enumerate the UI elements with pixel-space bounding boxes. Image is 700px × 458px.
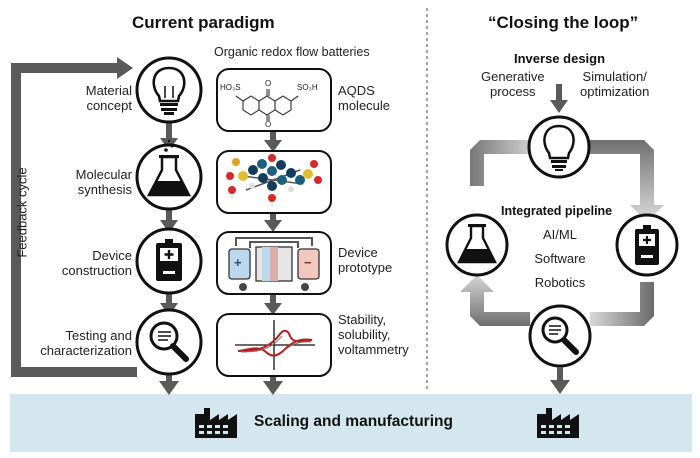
flask-icon — [135, 139, 203, 211]
lightbulb-icon — [135, 56, 203, 124]
feedback-cycle-arrow — [11, 57, 137, 377]
example-box-aqds-structure — [216, 68, 332, 132]
factory-icon-right — [537, 408, 579, 438]
footer-label: Scaling and manufacturing — [254, 413, 453, 430]
left-panel-title: Current paradigm — [132, 13, 275, 32]
prototype-plus: + — [234, 255, 242, 270]
inverse-design-arrow — [550, 84, 568, 113]
loop-magnifier-icon — [528, 304, 592, 368]
loop-lightbulb-icon — [527, 115, 591, 179]
atom-spheres — [226, 154, 322, 202]
pipeline-item-robotics: Robotics — [534, 275, 586, 290]
example-arrows — [263, 131, 283, 395]
pipeline-item-software: Software — [534, 251, 586, 266]
integrated-pipeline-heading: Integrated pipeline — [501, 204, 613, 218]
atom-label-o-bottom: O — [265, 120, 272, 129]
example-box-aqds-3d — [216, 150, 332, 214]
simulation-optimization-label: Simulation/optimization — [580, 69, 650, 99]
factory-icon — [195, 408, 237, 438]
battery-icon — [135, 227, 203, 295]
right-down-arrow — [550, 367, 570, 394]
example-box-prototype — [216, 231, 332, 295]
magnifier-icon — [135, 308, 203, 376]
example-label-measurements: Stability,solubility,voltammetry — [338, 312, 409, 357]
feedback-cycle-label: Feedback cycle — [14, 167, 30, 258]
loop-flask-icon — [445, 213, 509, 277]
left-panel-subtitle: Organic redox flow batteries — [214, 45, 370, 59]
pipeline-items: AI/ML Software Robotics — [530, 223, 590, 295]
atom-label-o-top: O — [265, 79, 272, 88]
closing-loop-arrows — [460, 140, 664, 326]
right-panel-title: “Closing the loop” — [488, 13, 639, 32]
inverse-design-heading: Inverse design — [514, 51, 606, 66]
pipeline-item-aiml: AI/ML — [543, 227, 577, 242]
prototype-minus: − — [304, 255, 312, 270]
atom-label-ho3s: HO₃S — [220, 83, 241, 92]
atom-label-so3h: SO₃H — [297, 83, 318, 92]
example-box-voltammogram — [216, 313, 332, 377]
loop-battery-icon — [615, 213, 679, 277]
